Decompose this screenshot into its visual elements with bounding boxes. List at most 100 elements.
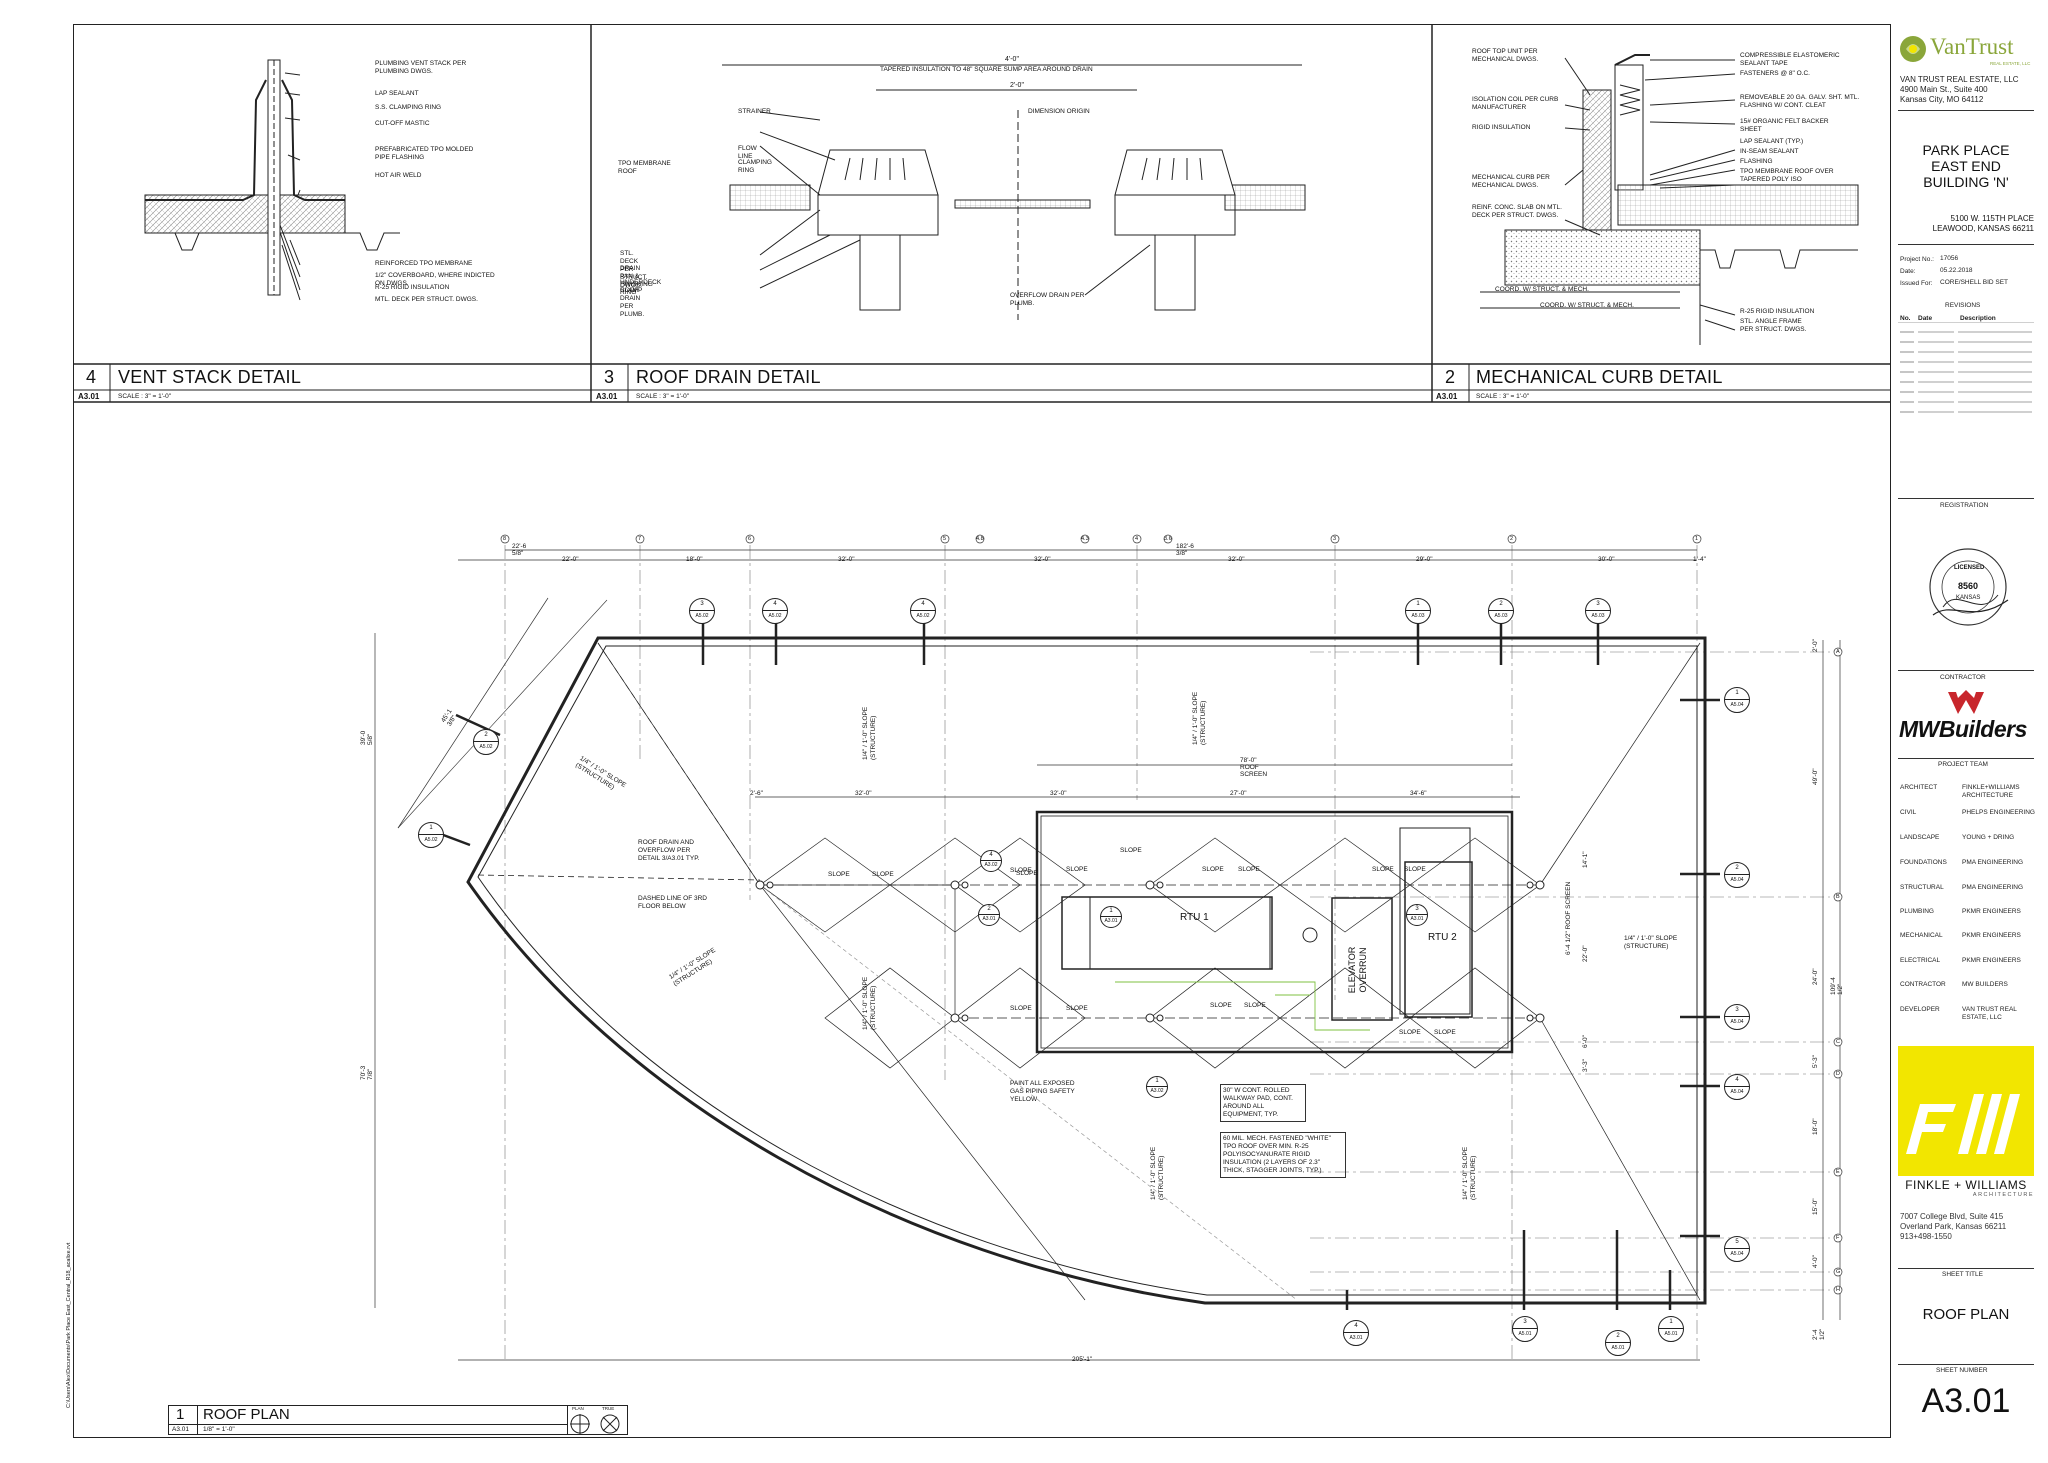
rtu1-label[interactable]: RTU 1 xyxy=(1180,912,1209,923)
drain-note: CLAMPING RING xyxy=(738,159,772,174)
grid-label: B xyxy=(1836,894,1840,900)
dim-label: 18'-0" xyxy=(686,556,703,563)
section-number: 3 xyxy=(1725,1005,1749,1017)
tb-divider xyxy=(1898,758,2034,759)
note-paint: PAINT ALL EXPOSED GAS PIPING SAFETY YELL… xyxy=(1010,1080,1075,1103)
team-role: ARCHITECT xyxy=(1900,784,1938,791)
vent-note: CUT-OFF MASTIC xyxy=(375,120,430,127)
sheet-title: ROOF PLAN xyxy=(1922,1306,2010,1323)
plan-north-tag: PLAN xyxy=(572,1406,584,1411)
section-sheet: A3.01 xyxy=(1349,1335,1363,1341)
team-role: CONTRACTOR xyxy=(1900,981,1946,988)
vent-note: LAP SEALANT xyxy=(375,90,419,97)
vantrust-wordmark: VanTrust xyxy=(1930,34,2014,59)
vent-detail-number: 4 xyxy=(85,367,96,387)
team-firm: PMA ENGINEERING xyxy=(1962,859,2024,866)
project-line: EAST END xyxy=(1931,158,2001,174)
dim-label: 182'-6 3/8" xyxy=(1176,543,1194,557)
curb-detail-title[interactable]: MECHANICAL CURB DETAIL xyxy=(1476,367,1723,387)
dim-label: 5'-3" xyxy=(1812,1055,1819,1068)
team-firm: FINKLE+WILLIAMS ARCHITECTURE xyxy=(1962,784,2020,799)
vent-scale: SCALE : 3" = 1'-0" xyxy=(118,393,172,400)
grid-label: 3.6 xyxy=(1164,536,1172,542)
team-firm: YOUNG + DRING xyxy=(1962,834,2015,841)
grid-label: F xyxy=(1836,1235,1840,1241)
slope-label: SLOPE xyxy=(1210,1002,1232,1009)
plan-number: 1 xyxy=(176,1406,185,1423)
dim-label: 39'-0 5/8" xyxy=(360,730,374,745)
drain-dim-mid: 2'-0" xyxy=(1010,82,1024,89)
drain-note: ROOF DRAIN PER PLUMB. xyxy=(620,287,645,318)
drain-note: STL. DECK PER STRUCT. DWGS. xyxy=(620,250,648,289)
dim-label: 32'-0" xyxy=(1228,556,1245,563)
dim-label: 4'-0" xyxy=(1812,1255,1819,1268)
slope-struct-label: 1/4" / 1'-0" SLOPE (STRUCTURE) xyxy=(1462,1146,1477,1200)
section-sheet: A3.01 xyxy=(982,916,996,922)
slope-struct-label: 1/4" / 1'-0" SLOPE (STRUCTURE) xyxy=(862,706,877,760)
fw-stripes-icon xyxy=(1906,1094,2020,1154)
vent-detail-title[interactable]: VENT STACK DETAIL xyxy=(118,367,302,387)
rev-desc-header: Description xyxy=(1960,315,1996,322)
vent-note: MTL. DECK PER STRUCT. DWGS. xyxy=(375,296,478,303)
section-sheet: A5.04 xyxy=(1730,702,1744,708)
north-arrow-icon xyxy=(570,1414,620,1434)
section-sheet: A3.02 xyxy=(1150,1088,1164,1094)
team-firm: MW BUILDERS xyxy=(1962,981,2008,988)
grid-label: 7 xyxy=(638,536,642,542)
section-sheet: A5.02 xyxy=(479,744,493,750)
roof-drain-drawing xyxy=(722,64,1306,320)
project-line: BUILDING 'N' xyxy=(1923,174,2009,190)
fw-address: 7007 College Blvd, Suite 415 Overland Pa… xyxy=(1900,1212,2006,1242)
slope-label: SLOPE xyxy=(1010,1005,1032,1012)
dim-label: 49'-0" xyxy=(1812,768,1819,785)
slope-struct-label: 1/4" / 1'-0" SLOPE (STRUCTURE) xyxy=(1624,935,1678,950)
grid-label: 1 xyxy=(1695,536,1699,542)
project-name: PARK PLACE EAST END BUILDING 'N' xyxy=(1898,142,2034,190)
architect-seal: LICENSED 8560 KANSAS xyxy=(1918,545,2018,629)
plan-scale: 1/8" = 1'-0" xyxy=(203,1426,235,1433)
section-sheet: A5.03 xyxy=(1411,613,1425,619)
grid-label: H xyxy=(1836,1287,1840,1293)
team-firm: PHELPS ENGINEERING xyxy=(1962,809,2035,816)
section-sheet: A5.02 xyxy=(695,613,709,619)
roof-screen-label: 6'-4 1/2" ROOF SCREEN xyxy=(1565,881,1572,955)
curb-note: FASTENERS @ 8" O.C. xyxy=(1740,70,1810,77)
grid-label: E xyxy=(1836,1169,1840,1175)
fw-addr: Overland Park, Kansas 66211 xyxy=(1900,1222,2007,1231)
curb-sheet-ref: A3.01 xyxy=(1436,392,1458,401)
drain-detail-title[interactable]: ROOF DRAIN DETAIL xyxy=(636,367,821,387)
tb-divider xyxy=(1898,670,2034,671)
slope-label: SLOPE xyxy=(872,871,894,878)
plan-title[interactable]: ROOF PLAN xyxy=(203,1406,290,1423)
grid-label: G xyxy=(1836,1269,1841,1275)
section-sheet: A5.03 xyxy=(1494,613,1508,619)
section-sheet: A5.02 xyxy=(916,613,930,619)
section-number: 2 xyxy=(474,730,498,742)
rtu2-label[interactable]: RTU 2 xyxy=(1428,932,1457,943)
owner-addr2: Kansas City, MO 64112 xyxy=(1900,95,1984,104)
section-sheet: A5.03 xyxy=(1591,613,1605,619)
